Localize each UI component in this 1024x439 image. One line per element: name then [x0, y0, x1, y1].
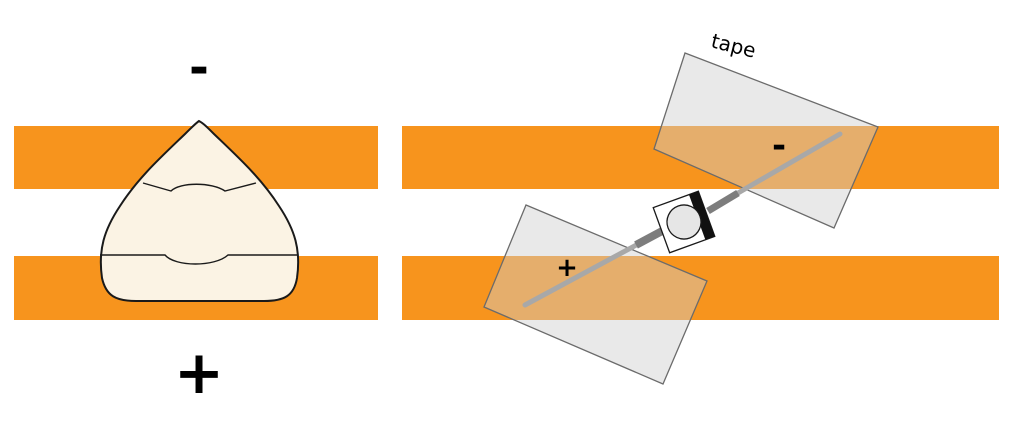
tape-label: tape: [709, 29, 759, 63]
small-component-marker: [688, 191, 715, 240]
component-upper-seam: [142, 182, 257, 192]
triangular-component: [99, 119, 300, 302]
lead-thick-upper: [706, 189, 740, 215]
left-panel: - +: [14, 40, 378, 408]
lead-upper: [735, 131, 843, 196]
left-bottom-sign: +: [174, 338, 224, 408]
component-lower-seam: [100, 254, 298, 265]
right-upper-strip: [402, 126, 999, 189]
lead-thick-lower: [634, 226, 666, 249]
right-upper-sign: -: [772, 126, 786, 166]
upper-tape: [653, 52, 879, 229]
lower-tape: [483, 204, 708, 385]
right-lower-sign: +: [556, 253, 578, 283]
lead-lower: [522, 240, 643, 308]
right-lower-strip: [402, 256, 999, 320]
left-top-sign: -: [189, 40, 209, 96]
small-component-lens: [666, 204, 702, 240]
right-panel: - + tape: [402, 29, 999, 385]
component-body: [99, 119, 300, 302]
small-component: [652, 190, 716, 254]
